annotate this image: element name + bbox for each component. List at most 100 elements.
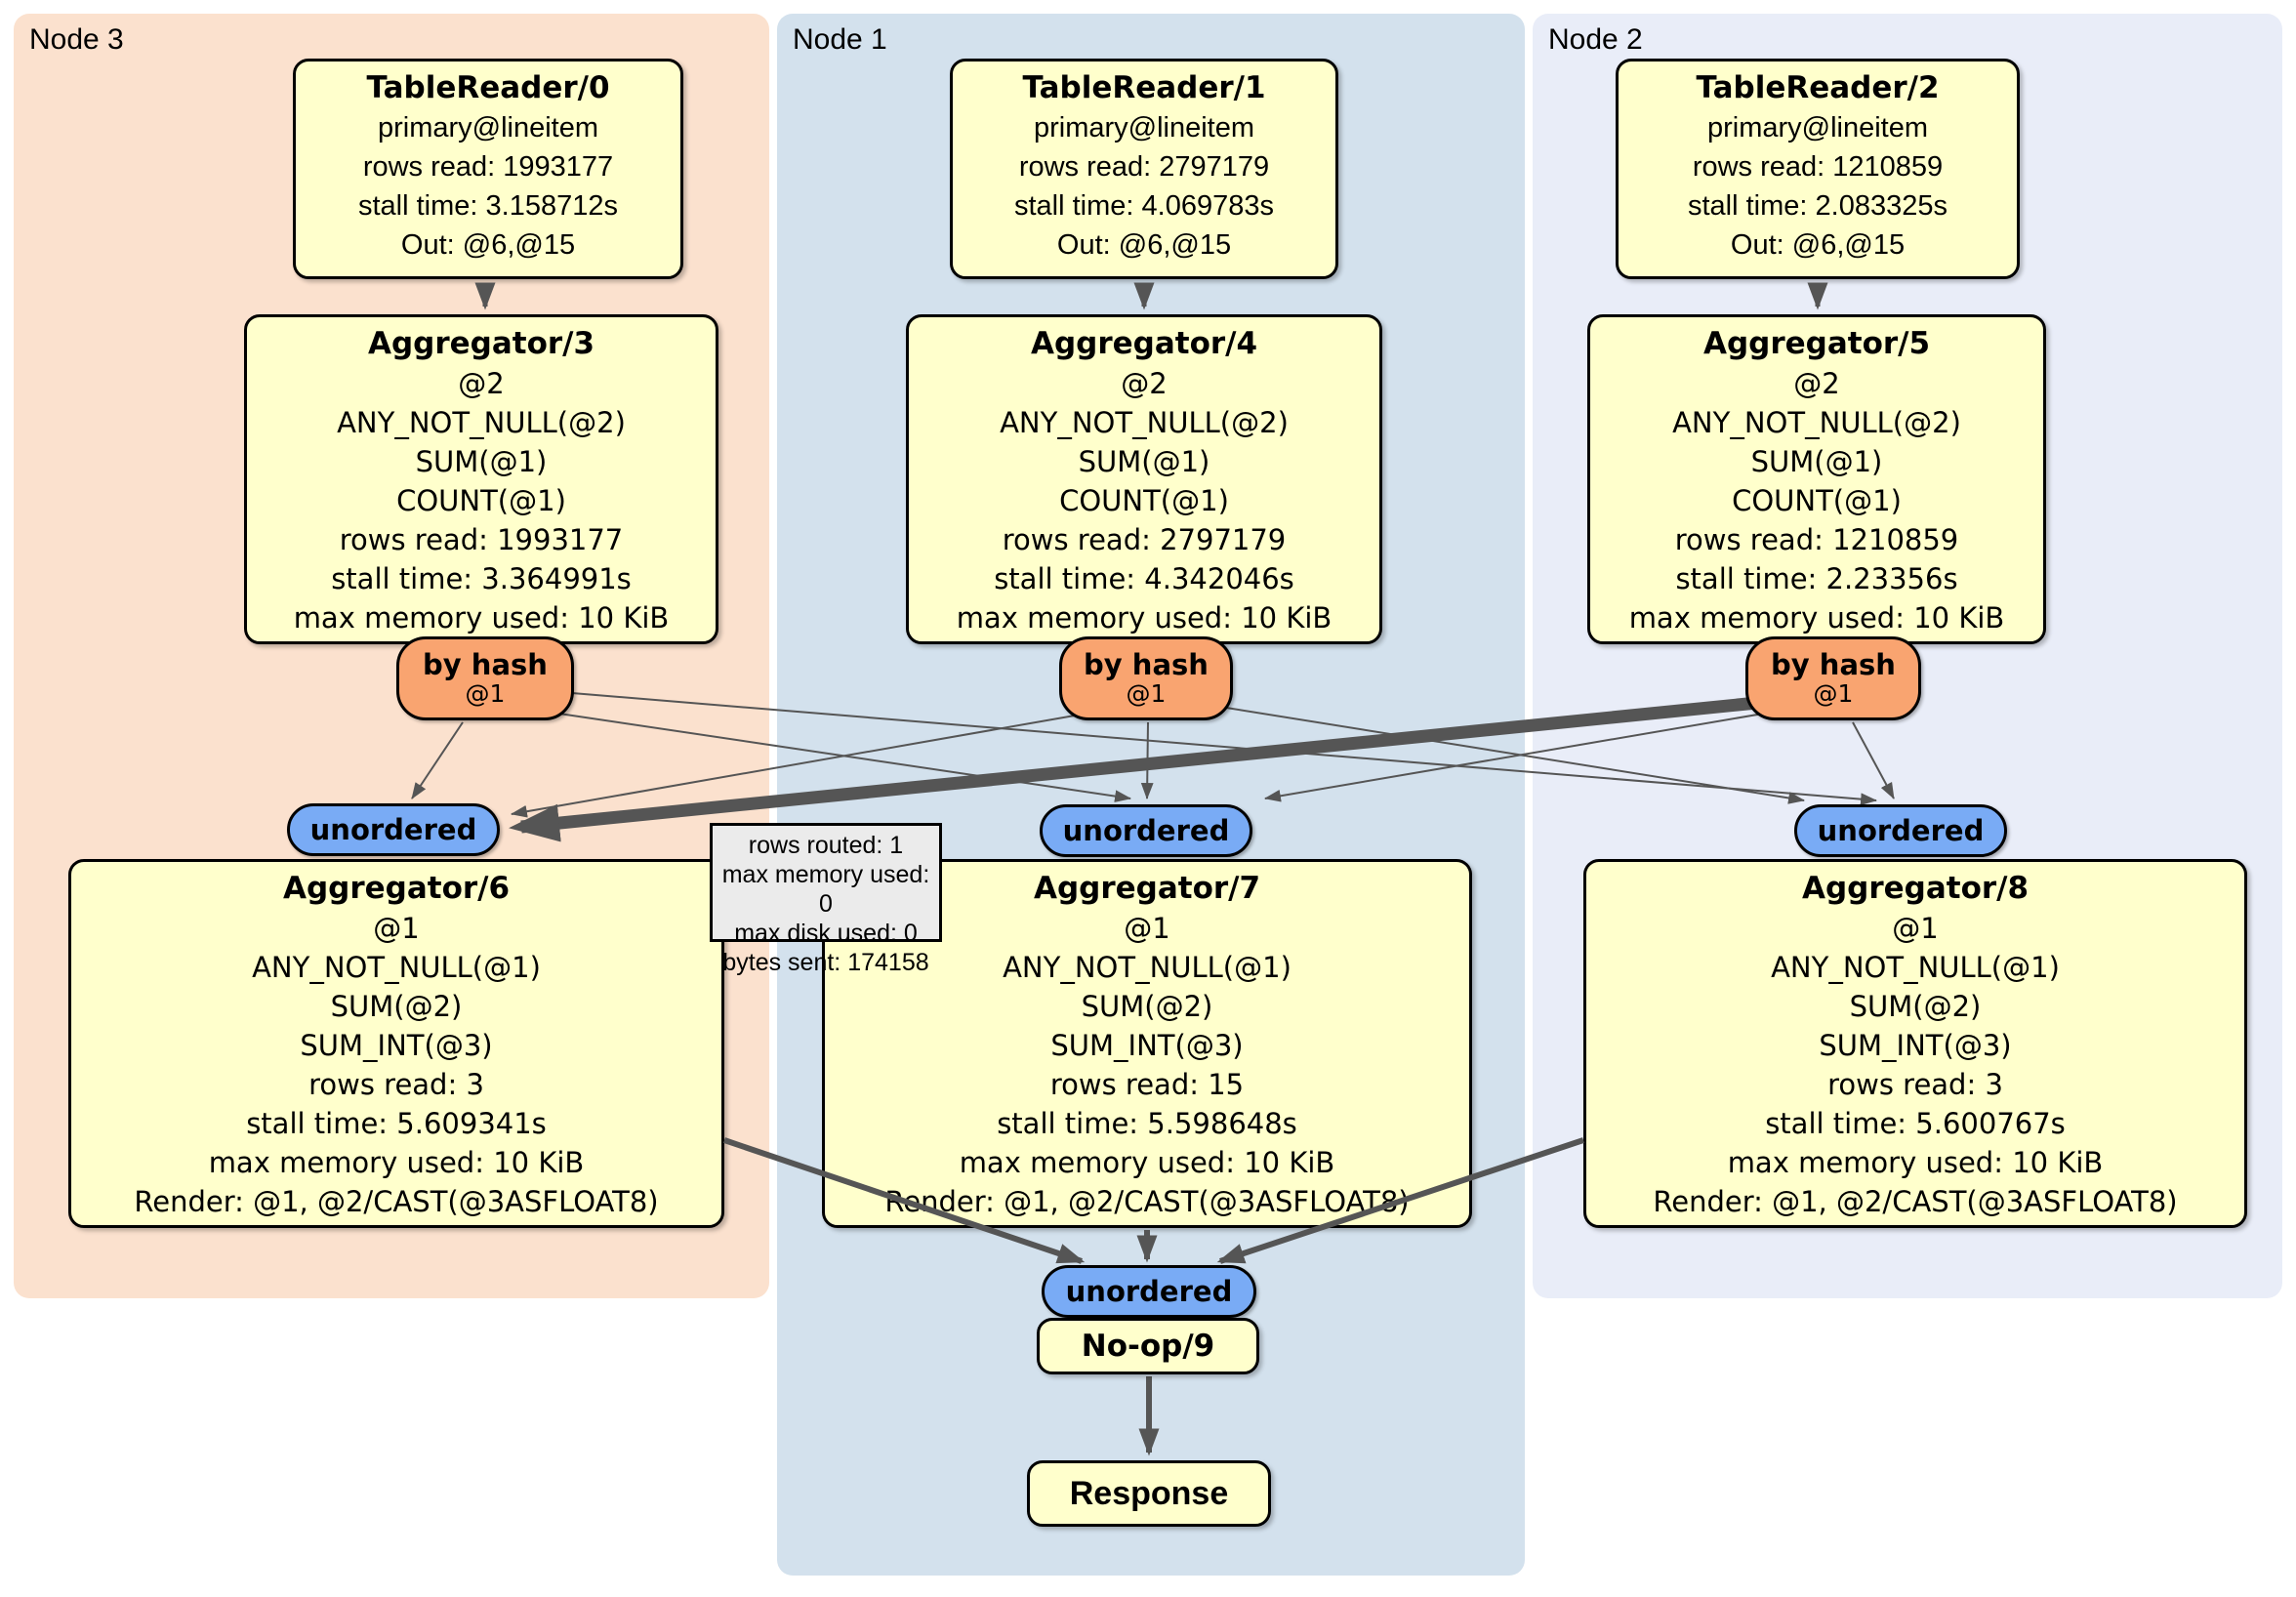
hash-badge-column: @1 <box>1813 679 1854 708</box>
detail-line: rows read: 1993177 <box>362 151 614 183</box>
detail-line: stall time: 5.600767s <box>1765 1107 2066 1140</box>
detail-line: stall time: 5.598648s <box>997 1107 1297 1140</box>
edge-hash3-unordered3[interactable] <box>411 721 464 799</box>
detail-line: primary@lineitem <box>1033 112 1255 143</box>
edge-hash3-unordered2[interactable] <box>571 692 1878 806</box>
detail-line: max memory used: 10 KiB <box>956 601 1332 635</box>
box-title: TableReader/0 <box>366 70 610 105</box>
detail-line: SUM(@1) <box>415 445 548 478</box>
response-box[interactable]: Response <box>1027 1460 1271 1527</box>
detail-line: SUM(@1) <box>1750 445 1883 478</box>
hash-badge-column: @1 <box>465 679 506 708</box>
detail-line: rows read: 2797179 <box>1002 523 1287 556</box>
detail-line: COUNT(@1) <box>396 484 566 517</box>
box-title: TableReader/2 <box>1696 70 1940 105</box>
detail-line: stall time: 3.364991s <box>331 562 632 595</box>
box-title: No-op/9 <box>1081 1329 1215 1364</box>
panel-node2-label: Node 2 <box>1548 23 1643 56</box>
detail-line: Render: @1, @2/CAST(@3ASFLOAT8) <box>1653 1185 2178 1218</box>
box-title: Response <box>1069 1475 1229 1512</box>
detail-line: rows read: 1210859 <box>1692 151 1944 183</box>
detail-line: rows routed: 1 <box>748 832 904 859</box>
detail-line: SUM(@2) <box>1849 990 1982 1023</box>
box-title: Aggregator/5 <box>1702 326 1931 361</box>
detail-line: max disk used: 0 <box>734 920 918 947</box>
detail-line: COUNT(@1) <box>1059 484 1229 517</box>
detail-line: max memory used: 10 KiB <box>959 1146 1335 1179</box>
detail-line: rows read: 1210859 <box>1674 523 1959 556</box>
detail-line: max memory used: 0 <box>721 861 930 918</box>
hash-badge-label: by hash <box>423 648 548 681</box>
detail-line: ANY_NOT_NULL(@1) <box>1771 951 2060 984</box>
detail-line: SUM_INT(@3) <box>1819 1029 2012 1062</box>
detail-line: ANY_NOT_NULL(@1) <box>252 951 541 984</box>
edge-hash2-unordered2[interactable] <box>1852 721 1895 799</box>
edge-agg8-unordered-final[interactable] <box>1216 1137 1584 1264</box>
detail-line: SUM(@2) <box>330 990 463 1023</box>
detail-line: Out: @6,@15 <box>1730 229 1906 261</box>
detail-line: SUM(@2) <box>1081 990 1213 1023</box>
box-title: Aggregator/3 <box>367 326 595 361</box>
hash-router-badge-node1[interactable]: by hash @1 <box>1059 636 1233 720</box>
box-title: Aggregator/4 <box>1030 326 1258 361</box>
hash-badge-label: by hash <box>1771 648 1896 681</box>
edge-hash1-unordered2[interactable] <box>1219 706 1806 804</box>
detail-line: primary@lineitem <box>377 112 599 143</box>
detail-line: @2 <box>1121 367 1168 400</box>
detail-line: SUM_INT(@3) <box>1050 1029 1244 1062</box>
edge-hash1-unordered3[interactable] <box>510 712 1092 818</box>
panel-node3-label: Node 3 <box>29 23 124 56</box>
detail-line: COUNT(@1) <box>1732 484 1902 517</box>
box-title: TableReader/1 <box>1022 70 1266 105</box>
table-reader-0-box[interactable]: TableReader/0 primary@lineitem rows read:… <box>293 59 683 279</box>
detail-line: ANY_NOT_NULL(@2) <box>1672 406 1961 439</box>
detail-line: @1 <box>1124 912 1170 945</box>
noop-box[interactable]: No-op/9 <box>1037 1318 1259 1374</box>
hash-router-badge-node3[interactable]: by hash @1 <box>396 636 574 720</box>
detail-line: @2 <box>1793 367 1840 400</box>
detail-line: stall time: 5.609341s <box>246 1107 547 1140</box>
detail-line: rows read: 3 <box>1827 1068 2003 1101</box>
detail-line: stall time: 3.158712s <box>358 190 618 222</box>
detail-line: ANY_NOT_NULL(@2) <box>1000 406 1289 439</box>
unordered-badge-node2[interactable]: unordered <box>1794 804 2007 857</box>
hash-badge-label: by hash <box>1084 648 1209 681</box>
unordered-badge-label: unordered <box>309 813 477 846</box>
hash-router-badge-node2[interactable]: by hash @1 <box>1745 636 1921 720</box>
detail-line: SUM(@1) <box>1078 445 1210 478</box>
detail-line: max memory used: 10 KiB <box>293 601 670 635</box>
detail-line: primary@lineitem <box>1706 112 1929 143</box>
detail-line: Render: @1, @2/CAST(@3ASFLOAT8) <box>884 1185 1410 1218</box>
detail-line: stall time: 4.069783s <box>1014 190 1274 222</box>
edge-agg6-unordered-final[interactable] <box>723 1137 1086 1264</box>
box-title: Aggregator/6 <box>282 871 511 906</box>
table-reader-2-box[interactable]: TableReader/2 primary@lineitem rows read:… <box>1616 59 2020 279</box>
detail-line: rows read: 15 <box>1049 1068 1245 1101</box>
edge-hash2-unordered1[interactable] <box>1263 712 1770 802</box>
unordered-badge-node3[interactable]: unordered <box>287 803 500 856</box>
unordered-badge-final[interactable]: unordered <box>1042 1265 1256 1318</box>
detail-line: @1 <box>373 912 420 945</box>
unordered-badge-node1[interactable]: unordered <box>1040 804 1252 857</box>
edge-hash2-unordered3-thick[interactable] <box>509 696 1758 842</box>
detail-line: Out: @6,@15 <box>400 229 576 261</box>
detail-line: ANY_NOT_NULL(@2) <box>337 406 626 439</box>
detail-line: Out: @6,@15 <box>1056 229 1232 261</box>
